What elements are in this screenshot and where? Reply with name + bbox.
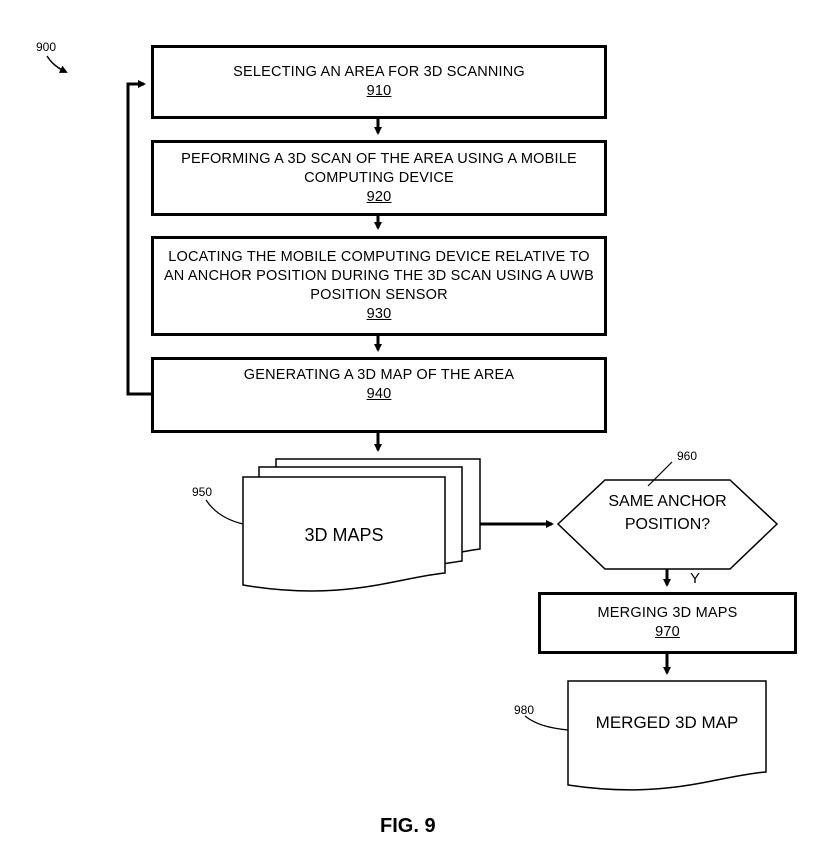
- step-930-number: 930: [366, 306, 392, 322]
- step-930-text: LOCATING THE MOBILE COMPUTING DEVICE REL…: [163, 249, 595, 303]
- step-970-box: MERGING 3D MAPS 970: [538, 592, 797, 654]
- step-970-number: 970: [655, 624, 680, 640]
- ref-900-label: 900: [36, 40, 57, 54]
- step-910-box: SELECTING AN AREA FOR 3D SCANNING 910: [151, 45, 607, 119]
- step-970-text: MERGING 3D MAPS: [597, 605, 738, 621]
- leader-950: [205, 499, 244, 525]
- step-910-number: 910: [366, 83, 392, 99]
- loop-back-arrow: [126, 80, 152, 396]
- step-920-box: PEFORMING A 3D SCAN OF THE AREA USING A …: [151, 140, 607, 216]
- decision-text: SAME ANCHOR POSITION?: [608, 493, 727, 533]
- ref-950-label: 950: [192, 485, 213, 499]
- decision-diamond: [556, 479, 779, 570]
- ref-960-label: 960: [677, 449, 698, 463]
- decision-yes-label: Y: [690, 570, 701, 587]
- step-940-text: GENERATING A 3D MAP OF THE AREA: [243, 367, 515, 383]
- step-920-text: PEFORMING A 3D SCAN OF THE AREA USING A …: [181, 150, 577, 186]
- step-920-number: 920: [366, 188, 392, 205]
- merged-map-doc: [567, 680, 767, 791]
- ref-980-label: 980: [514, 703, 535, 717]
- step-910-text: SELECTING AN AREA FOR 3D SCANNING: [233, 64, 525, 80]
- step-940-box: GENERATING A 3D MAP OF THE AREA 940: [151, 357, 607, 433]
- leader-960: [647, 461, 673, 487]
- merged-map-text: MERGED 3D MAP: [595, 713, 739, 732]
- leader-980: [524, 715, 569, 731]
- ref-900-arrow: [46, 55, 68, 73]
- maps-doc-front: [242, 476, 446, 592]
- figure-caption: FIG. 9: [380, 815, 436, 837]
- step-940-number: 940: [366, 386, 392, 402]
- maps-doc-text: 3D MAPS: [304, 525, 384, 545]
- step-930-box: LOCATING THE MOBILE COMPUTING DEVICE REL…: [151, 236, 607, 336]
